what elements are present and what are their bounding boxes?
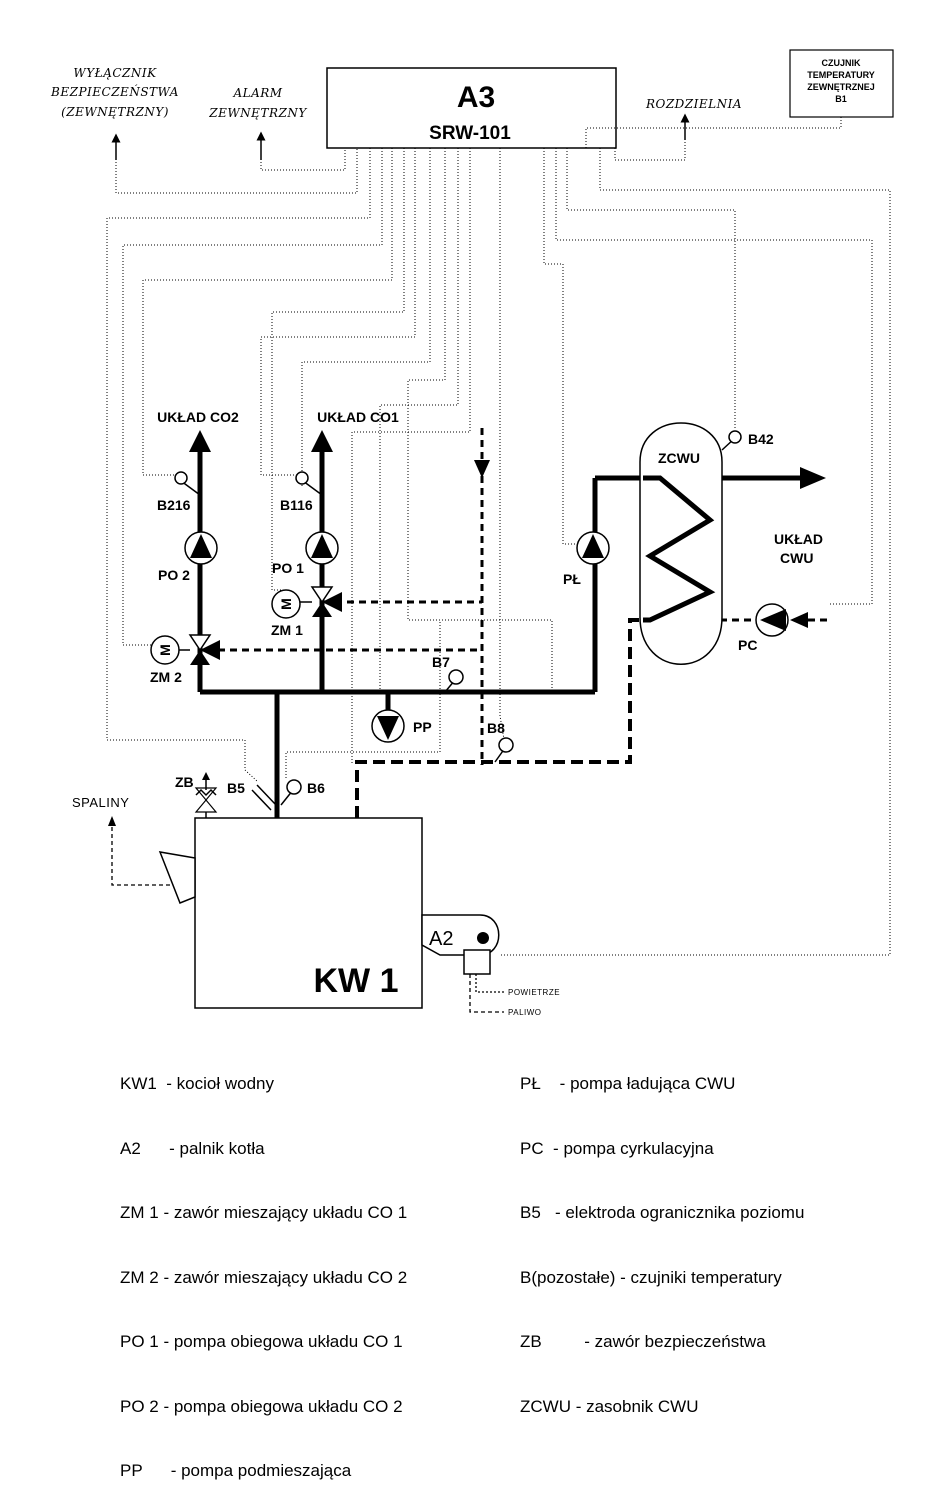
svg-text:ZEWNĘTRZNEJ: ZEWNĘTRZNEJ xyxy=(807,82,875,92)
legend-item: ZM 2 - zawór mieszający układu CO 2 xyxy=(120,1267,408,1287)
circuit-co2-label: UKŁAD CO2 xyxy=(157,409,239,425)
mixing-valve-zm2: M xyxy=(150,634,220,665)
temperature-sensors xyxy=(174,430,742,806)
hot-water-tank: ZCWU xyxy=(639,422,723,665)
pump-pp xyxy=(371,709,405,743)
outdoor-sensor-b1: CZUJNIK TEMPERATURY ZEWNĘTRZNEJ B1 xyxy=(789,49,894,118)
heating-system-schematic: A3 SRW-101 WYŁĄCZNIK BEZPIECZEŃSTWA (ZEW… xyxy=(50,49,894,1017)
circuit-co1-label: UKŁAD CO1 xyxy=(317,409,399,425)
safety-switch-label: WYŁĄCZNIK BEZPIECZEŃSTWA (ZEWNĘTRZNY) xyxy=(50,66,179,119)
controller-model: SRW-101 xyxy=(429,123,511,144)
sensor-b42 xyxy=(721,430,742,451)
svg-text:BEZPIECZEŃSTWA: BEZPIECZEŃSTWA xyxy=(50,83,179,99)
legend-item: ZM 1 - zawór mieszający układu CO 1 xyxy=(120,1203,408,1222)
signal-wires xyxy=(106,117,891,956)
pc-label: PC xyxy=(738,637,757,653)
external-arrows xyxy=(111,113,690,160)
burner-a2: A2 xyxy=(421,914,504,1013)
legend-item: KW1 - kocioł wodny xyxy=(120,1074,274,1093)
b216-label: B216 xyxy=(157,497,191,513)
sensor-b6 xyxy=(280,779,302,806)
boiler-kw1: KW 1 xyxy=(194,817,423,1009)
svg-text:TEMPERATURY: TEMPERATURY xyxy=(807,70,875,80)
mixing-valve-zm1: M xyxy=(271,586,342,619)
svg-text:CZUJNIK: CZUJNIK xyxy=(821,58,861,68)
b7-label: B7 xyxy=(432,654,450,670)
controller-a3: A3 SRW-101 xyxy=(326,67,617,149)
controller-id: A3 xyxy=(457,81,495,114)
pump-po2 xyxy=(184,531,218,565)
b116-label: B116 xyxy=(280,497,313,513)
legend-right: PŁ - pompa ładująca CWU PC - pompa cyrku… xyxy=(520,1030,804,1439)
pumps xyxy=(184,531,789,743)
svg-text:WYŁĄCZNIK: WYŁĄCZNIK xyxy=(73,66,157,80)
pump-po1 xyxy=(305,531,339,565)
flue-outlet xyxy=(108,816,196,904)
zm2-label: ZM 2 xyxy=(150,669,182,685)
sensor-b8 xyxy=(494,737,514,763)
legend-item: PO 1 - pompa obiegowa układu CO 1 xyxy=(120,1332,403,1351)
distribution-label: ROZDZIELNIA xyxy=(645,97,742,111)
fuel-label: PALIWO xyxy=(508,1008,542,1017)
legend-item: PC - pompa cyrkulacyjna xyxy=(520,1138,714,1158)
sensor-b116 xyxy=(295,471,323,496)
legend-item: A2 - palnik kotła xyxy=(120,1138,265,1158)
zm1-label: ZM 1 xyxy=(271,622,303,638)
safety-valve-zb xyxy=(194,772,218,818)
level-electrode-b5 xyxy=(251,784,277,811)
boiler-label: KW 1 xyxy=(314,962,399,1000)
legend-left: KW1 - kocioł wodny A2 - palnik kotła ZM … xyxy=(120,1030,407,1503)
po2-label: PO 2 xyxy=(158,567,190,583)
pl-label: PŁ xyxy=(563,571,581,587)
burner-label: A2 xyxy=(429,928,453,950)
tank-label: ZCWU xyxy=(658,450,700,466)
air-label: POWIETRZE xyxy=(508,988,560,997)
dhw-circuit-label-2: CWU xyxy=(780,550,813,566)
b6-label: B6 xyxy=(307,780,325,796)
pp-label: PP xyxy=(413,719,432,735)
legend-item: B5 - elektroda ogranicznika poziomu xyxy=(520,1203,805,1222)
mixing-valves: M M xyxy=(150,586,342,665)
b42-label: B42 xyxy=(748,431,774,447)
legend-item: ZCWU - zasobnik CWU xyxy=(520,1396,699,1416)
b8-label: B8 xyxy=(487,720,505,736)
svg-text:ALARM: ALARM xyxy=(232,86,282,100)
dhw-circuit-label-1: UKŁAD xyxy=(774,531,823,547)
return-pipes xyxy=(218,428,830,818)
diagram-labels: UKŁAD CO2 UKŁAD CO1 B42 B216 B116 PO 2 P… xyxy=(72,409,823,1017)
b5-label: B5 xyxy=(227,780,245,796)
svg-text:ZEWNĘTRZNY: ZEWNĘTRZNY xyxy=(208,106,307,120)
pump-pc xyxy=(755,603,789,637)
legend-item: PŁ - pompa ładująca CWU xyxy=(520,1074,736,1093)
legend-item: B(pozostałe) - czujniki temperatury xyxy=(520,1267,782,1287)
svg-text:(ZEWNĘTRZNY): (ZEWNĘTRZNY) xyxy=(61,105,169,119)
pump-pl xyxy=(576,531,610,565)
legend-item: ZB - zawór bezpieczeństwa xyxy=(520,1332,766,1351)
flue-label: SPALINY xyxy=(72,795,129,810)
alarm-label: ALARM ZEWNĘTRZNY xyxy=(208,86,307,120)
svg-text:B1: B1 xyxy=(835,94,847,104)
motor-zm2: M xyxy=(157,644,173,656)
legend-item: PP - pompa podmieszająca xyxy=(120,1461,352,1480)
sensor-b7 xyxy=(444,669,464,693)
po1-label: PO 1 xyxy=(272,560,304,576)
zb-label: ZB xyxy=(175,774,194,790)
sensor-b216 xyxy=(174,471,201,496)
motor-zm1: M xyxy=(278,598,294,610)
legend-item: PO 2 - pompa obiegowa układu CO 2 xyxy=(120,1396,403,1416)
